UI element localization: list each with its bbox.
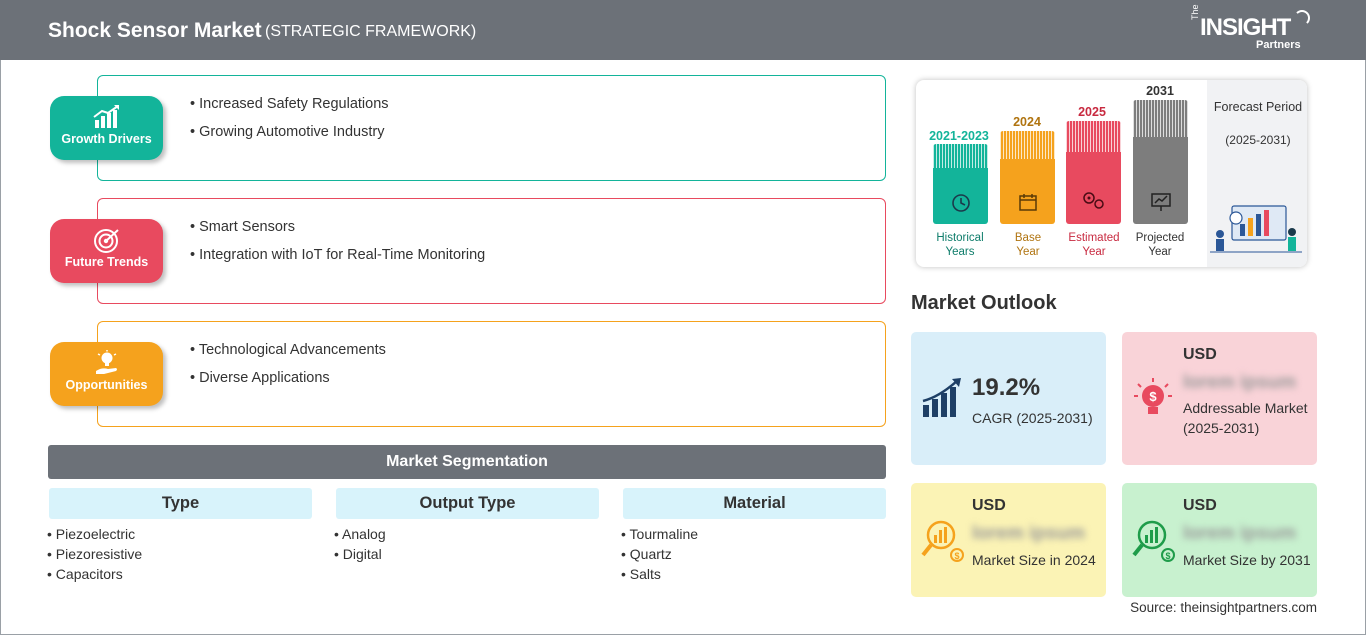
addressable-caption: Addressable Market (2025-2031) bbox=[1183, 400, 1308, 436]
header-bar: Shock Sensor Market (STRATEGIC FRAMEWORK… bbox=[0, 0, 1366, 60]
redacted-value: lorem ipsum bbox=[1183, 372, 1296, 393]
future-trends-box: Smart Sensors Integration with IoT for R… bbox=[97, 198, 886, 304]
magnifier-chart-icon: $ bbox=[1132, 520, 1175, 562]
target-icon bbox=[93, 229, 119, 253]
segment-head: Material bbox=[623, 488, 886, 519]
history-clock-icon bbox=[952, 194, 970, 212]
segment-column-output-type: Output Type Analog Digital bbox=[336, 488, 599, 566]
list-item: Analog bbox=[334, 526, 599, 542]
growth-drivers-box: Increased Safety Regulations Growing Aut… bbox=[97, 75, 886, 181]
bar-year-label: 2031 bbox=[1146, 84, 1174, 98]
currency-label: USD bbox=[972, 497, 1006, 514]
page-title: Shock Sensor Market bbox=[48, 19, 262, 42]
bar-year-label: 2024 bbox=[1013, 115, 1041, 129]
timeline-bar bbox=[1000, 131, 1055, 224]
page-subtitle: (STRATEGIC FRAMEWORK) bbox=[265, 23, 477, 40]
svg-text:$: $ bbox=[1149, 389, 1157, 404]
opportunities-box: Technological Advancements Diverse Appli… bbox=[97, 321, 886, 427]
timeline-bar bbox=[1133, 100, 1188, 224]
list-item: Increased Safety Regulations bbox=[190, 96, 388, 112]
redacted-value: lorem ipsum bbox=[1183, 523, 1296, 544]
cagr-value: 19.2% bbox=[972, 374, 1041, 401]
list-item: Smart Sensors bbox=[190, 219, 485, 235]
lightbulb-hand-icon bbox=[95, 350, 117, 374]
forecast-period: (2025-2031) bbox=[1225, 133, 1291, 147]
list-item: Integration with IoT for Real-Time Monit… bbox=[190, 247, 485, 263]
list-item: Growing Automotive Industry bbox=[190, 124, 389, 140]
growth-chart-icon bbox=[922, 378, 961, 417]
list-item: Digital bbox=[334, 546, 599, 562]
bar-year-label: 2025 bbox=[1078, 105, 1106, 119]
opportunities-badge: Opportunities bbox=[50, 342, 163, 406]
segment-column-type: Type Piezoelectric Piezoresistive Capaci… bbox=[49, 488, 312, 586]
size-2024-caption: Market Size in 2024 bbox=[972, 552, 1096, 568]
gears-icon bbox=[1083, 192, 1104, 209]
segmentation-title: Market Segmentation bbox=[48, 445, 886, 479]
size-2031-caption: Market Size by 2031 bbox=[1183, 552, 1311, 568]
analysts-illustration-icon bbox=[1210, 205, 1302, 253]
segment-column-material: Material Tourmaline Quartz Salts bbox=[623, 488, 886, 586]
market-size-2031-card: $ USD lorem ipsum Market Size by 2031 bbox=[1122, 483, 1317, 597]
list-item: Piezoresistive bbox=[47, 546, 312, 562]
source-link[interactable]: Source: theinsightpartners.com bbox=[1130, 600, 1317, 615]
timeline-bar bbox=[933, 144, 988, 224]
market-size-2024-card: $ USD lorem ipsum Market Size in 2024 bbox=[911, 483, 1106, 597]
segment-head: Output Type bbox=[336, 488, 599, 519]
currency-label: USD bbox=[1183, 346, 1217, 363]
svg-text:$: $ bbox=[954, 551, 959, 561]
forecast-title: Forecast Period bbox=[1213, 100, 1303, 114]
list-item: Technological Advancements bbox=[190, 342, 386, 358]
presentation-icon bbox=[1151, 193, 1171, 211]
list-item: Salts bbox=[621, 566, 886, 582]
cagr-caption: CAGR (2025-2031) bbox=[972, 410, 1093, 426]
bar-year-label: 2021-2023 bbox=[929, 129, 989, 143]
svg-text:$: $ bbox=[1165, 551, 1170, 561]
currency-label: USD bbox=[1183, 497, 1217, 514]
list-item: Piezoelectric bbox=[47, 526, 312, 542]
growth-drivers-badge: Growth Drivers bbox=[50, 96, 163, 160]
list-item: Tourmaline bbox=[621, 526, 886, 542]
dollar-bulb-icon: $ bbox=[1134, 378, 1172, 414]
outlook-title: Market Outlook bbox=[911, 292, 1057, 314]
addressable-market-card: $ USD lorem ipsum Addressable Market (20… bbox=[1122, 332, 1317, 465]
magnifier-chart-icon: $ bbox=[921, 520, 964, 562]
chart-growth-icon bbox=[92, 105, 119, 128]
future-trends-badge: Future Trends bbox=[50, 219, 163, 283]
calendar-icon bbox=[1019, 194, 1037, 211]
list-item: Diverse Applications bbox=[190, 370, 386, 386]
list-item: Capacitors bbox=[47, 566, 312, 582]
timeline-bar bbox=[1066, 121, 1121, 224]
cagr-card: 19.2% CAGR (2025-2031) bbox=[911, 332, 1106, 465]
list-item: Quartz bbox=[621, 546, 886, 562]
redacted-value: lorem ipsum bbox=[972, 523, 1085, 544]
segment-head: Type bbox=[49, 488, 312, 519]
